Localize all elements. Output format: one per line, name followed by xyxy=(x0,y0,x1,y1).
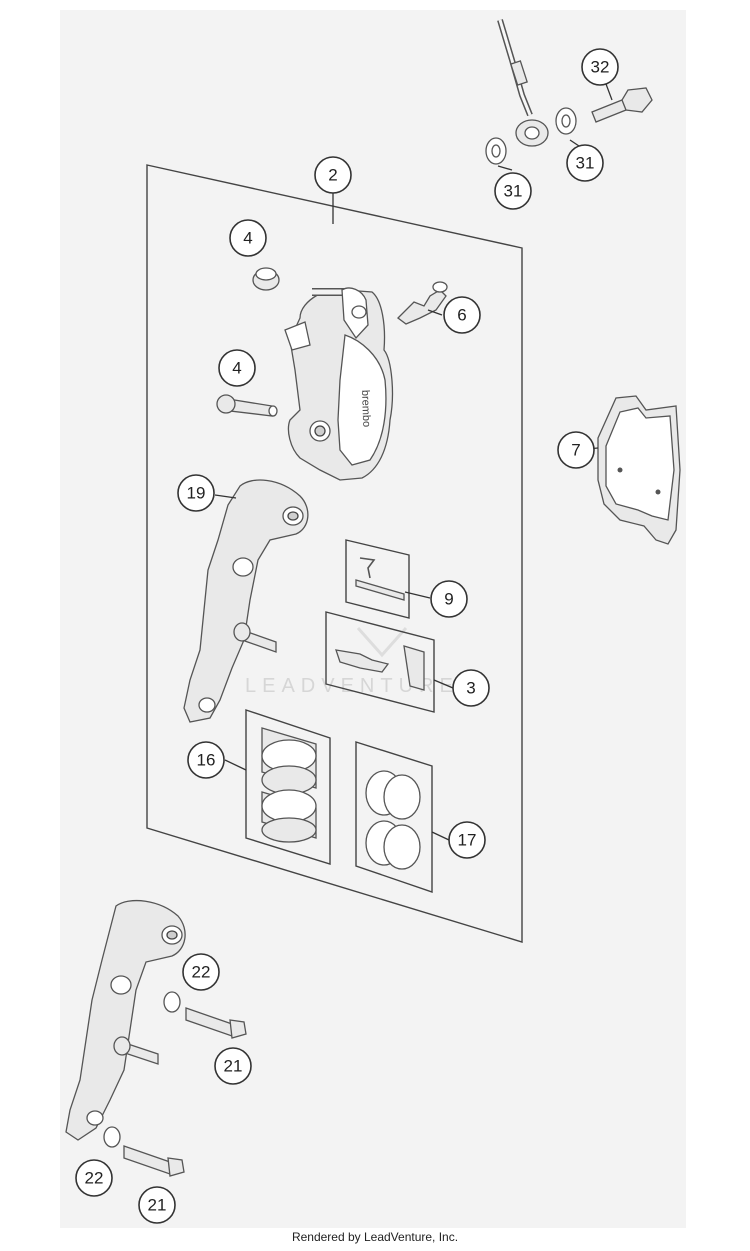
caliper-bracket-lower xyxy=(65,899,186,1141)
callout-22-lower: 22 xyxy=(75,1159,113,1197)
pin-kit-9 xyxy=(345,539,410,619)
svg-text:21: 21 xyxy=(148,1196,167,1215)
svg-text:31: 31 xyxy=(576,154,595,173)
washer-22-upper xyxy=(163,991,181,1013)
callout-32: 32 xyxy=(581,48,619,86)
bolt-21-upper xyxy=(185,1007,247,1039)
callout-21-upper: 21 xyxy=(214,1047,252,1085)
svg-text:22: 22 xyxy=(85,1169,104,1188)
callout-31-left: 31 xyxy=(494,172,532,210)
caliper-kit-box xyxy=(146,164,523,943)
brake-pads-7 xyxy=(597,395,681,545)
svg-text:19: 19 xyxy=(187,484,206,503)
footer-credit: Rendered by LeadVenture, Inc. xyxy=(291,1230,459,1244)
svg-text:4: 4 xyxy=(232,359,241,378)
callout-31-right: 31 xyxy=(566,144,604,182)
svg-text:32: 32 xyxy=(591,58,610,77)
leader-lines xyxy=(214,83,613,841)
svg-text:21: 21 xyxy=(224,1057,243,1076)
bolt-21-lower xyxy=(123,1145,185,1177)
caliper-bracket-19 xyxy=(183,479,309,723)
brake-line xyxy=(497,19,549,147)
diagram-background xyxy=(60,10,686,1228)
callout-17: 17 xyxy=(448,821,486,859)
svg-text:16: 16 xyxy=(197,751,216,770)
washer-22-lower xyxy=(103,1126,121,1148)
svg-text:3: 3 xyxy=(466,679,475,698)
svg-text:6: 6 xyxy=(457,306,466,325)
svg-text:4: 4 xyxy=(243,229,252,248)
caliper-brand-logo: brembo xyxy=(359,390,372,428)
callout-7: 7 xyxy=(557,431,595,469)
spring-kit-3 xyxy=(325,611,435,713)
piston-kit-16 xyxy=(245,709,331,865)
callout-21-lower: 21 xyxy=(138,1186,176,1224)
svg-text:31: 31 xyxy=(504,182,523,201)
banjo-bolt-32 xyxy=(591,87,653,123)
callout-2: 2 xyxy=(314,156,352,194)
svg-text:22: 22 xyxy=(192,963,211,982)
cap-4-top xyxy=(252,267,280,291)
callout-6: 6 xyxy=(443,296,481,334)
bolt-4 xyxy=(216,394,278,417)
callout-4-top: 4 xyxy=(229,219,267,257)
callout-16: 16 xyxy=(187,741,225,779)
callout-3: 3 xyxy=(452,669,490,707)
svg-text:17: 17 xyxy=(458,831,477,850)
seal-kit-17 xyxy=(355,741,433,893)
callout-4-middle: 4 xyxy=(218,349,256,387)
watermark: LEADVENTURE xyxy=(245,627,459,697)
svg-text:2: 2 xyxy=(328,166,337,185)
svg-text:9: 9 xyxy=(444,590,453,609)
bleeder-6 xyxy=(397,281,448,325)
callout-22-upper: 22 xyxy=(182,953,220,991)
svg-text:7: 7 xyxy=(571,441,580,460)
callout-9: 9 xyxy=(430,580,468,618)
brake-caliper-body: brembo xyxy=(284,287,394,481)
watermark-text: LEADVENTURE xyxy=(245,675,459,697)
callout-19: 19 xyxy=(177,474,215,512)
